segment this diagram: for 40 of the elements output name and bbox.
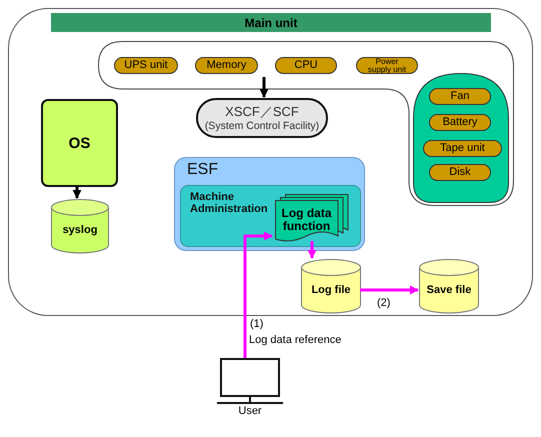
component-label: Disk xyxy=(449,167,471,178)
component-label: CPU xyxy=(294,60,318,71)
component-label: UPS unit xyxy=(124,60,168,71)
component-label: Fan xyxy=(450,91,470,102)
component-pill xyxy=(114,57,178,74)
title-text: XSCF／SCF xyxy=(225,104,299,120)
component-label: Tape unit xyxy=(440,143,485,154)
controller-box xyxy=(196,98,328,138)
arrow xyxy=(244,232,273,358)
document-label: Log data function xyxy=(280,207,333,234)
cylinder-label: Log file xyxy=(310,284,352,296)
component-label: Memory xyxy=(206,60,246,71)
group-title: Machine Administration xyxy=(190,191,269,216)
arrow xyxy=(72,186,82,199)
arrow xyxy=(360,286,419,294)
component-label: Battery xyxy=(442,117,478,128)
component-pill xyxy=(429,88,491,105)
edge-label: (2) xyxy=(376,297,392,309)
component-pill xyxy=(356,57,418,74)
component-label: Power supply unit xyxy=(366,58,408,74)
subtitle-text: (System Control Facility) xyxy=(204,120,320,132)
edge-label: (1) xyxy=(249,318,264,330)
main-unit-frame xyxy=(8,8,533,316)
annotation-text: Log data reference xyxy=(249,334,342,346)
component-pill xyxy=(429,164,491,181)
group-title: ESF xyxy=(187,161,218,179)
group-box xyxy=(180,185,361,247)
os-box xyxy=(41,99,118,187)
group-box xyxy=(174,157,365,251)
component-pill xyxy=(423,140,502,157)
user-label: User xyxy=(237,405,263,417)
header-bar: Main unit xyxy=(51,13,491,32)
cylinder-label: syslog xyxy=(62,224,98,236)
arrow xyxy=(260,77,268,98)
component-pill xyxy=(195,57,258,74)
cylinder-label: Save file xyxy=(426,284,472,296)
arrow xyxy=(308,241,316,259)
os-label: OS xyxy=(68,134,90,152)
component-pill xyxy=(429,114,491,131)
component-pill xyxy=(275,57,337,74)
